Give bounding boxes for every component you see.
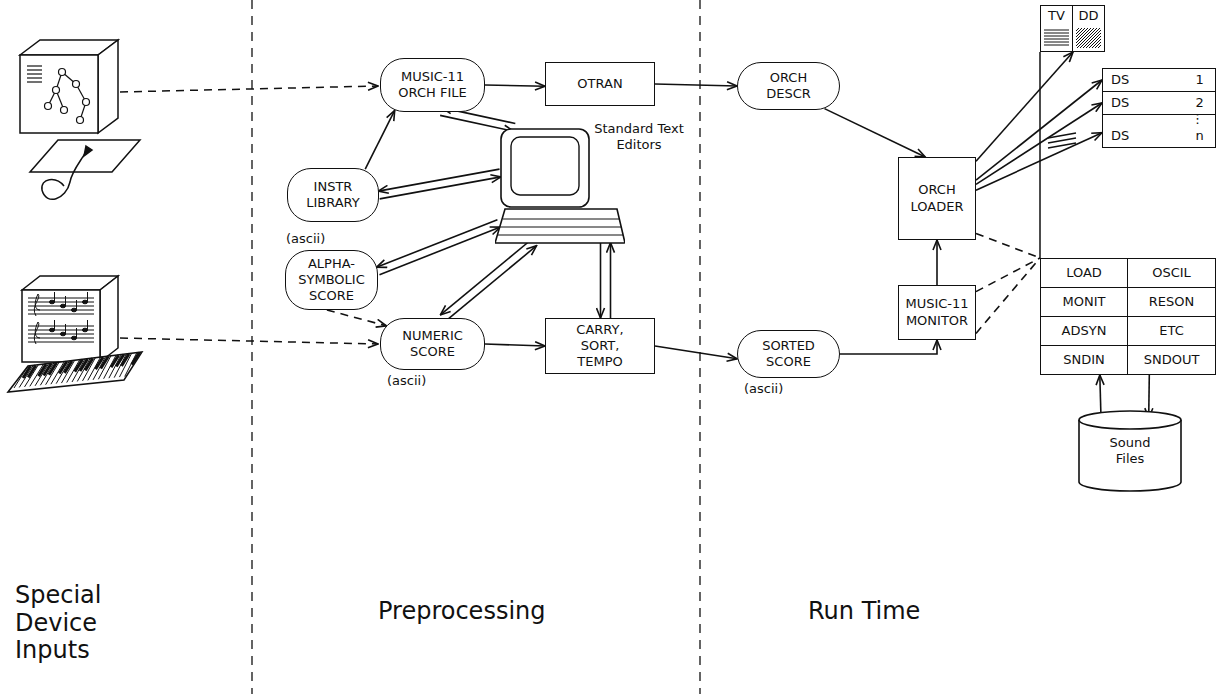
node-label: CARRY, SORT, TEMPO [569,322,631,371]
process-box: SNDIN [1040,345,1128,375]
node-label: ORCH LOADER [905,182,969,215]
process-box: SNDOUT [1127,345,1216,375]
node-label: (ascii) [387,373,426,389]
connector [976,80,1102,180]
node-label: MONIT [1063,294,1106,310]
memory-frame [1039,52,1041,258]
connector [840,340,937,354]
process-box: OTRAN [545,62,655,106]
sound-file-storage: Sound Files [1078,410,1182,492]
file-box: (ascii)NUMERIC SCORE [380,318,485,370]
connector [976,233,1040,258]
node-label: SNDOUT [1144,352,1200,368]
process-box: OSCIL [1127,258,1216,288]
connector [1100,375,1101,414]
node-label: INSTR LIBRARY [298,179,368,212]
node-label: MUSIC-11 MONITOR [902,296,972,329]
node-label: OSCIL [1152,265,1191,281]
input-arrow [120,86,378,92]
column-heading: Run Time [808,598,968,626]
connector [440,240,531,315]
connector [655,84,737,86]
connector [976,258,1040,292]
text-editor-terminal: Standard Text Editors [495,125,625,245]
process-box: RESON [1127,287,1216,317]
hatch-pattern [1076,28,1101,48]
node-label: Standard Text Editors [592,121,686,154]
input-arrow [120,338,378,344]
file-box: ORCH DESCR [737,62,840,110]
node-label: DS 1 [1111,72,1204,88]
column-heading: Special Device Inputs [15,582,135,665]
connector [378,169,499,191]
connector [600,243,602,318]
node-label: OTRAN [577,76,622,92]
terminal-drawing [495,125,625,245]
node-label: ALPHA- SYMBOLIC SCORE [294,256,370,305]
column-heading: Preprocessing [378,598,598,626]
process-box: MUSIC-11 MONITOR [898,285,976,340]
file-box: MUSIC-11 ORCH FILE [380,58,485,112]
node-label: ORCH DESCR [754,70,824,103]
node-label: (ascii) [286,231,325,247]
connector [485,344,545,346]
connector [610,243,612,318]
column-divider [252,0,700,694]
connector [327,310,386,326]
node-label: (ascii) [744,381,783,397]
node-label: DD [1078,8,1098,24]
graphics-terminal [20,40,140,199]
connector [485,85,545,86]
node-label: ETC [1159,323,1183,339]
node-label: DS n [1111,128,1204,144]
node-label: ADSYN [1062,323,1107,339]
process-box: CARRY, SORT, TEMPO [545,318,655,374]
connector [446,246,537,321]
node-label: DS 2 [1111,95,1204,111]
process-box: ETC [1127,316,1216,346]
connector [936,240,938,285]
node-label: TV [1048,8,1065,24]
connector [976,133,1102,191]
display-box: TV [1040,5,1073,52]
display-box: DD [1072,5,1105,52]
connector [976,52,1073,161]
process-box: MONIT [1040,287,1128,317]
music-keyboard-terminal [8,276,142,392]
sound-channel-box: DS 1 [1102,68,1216,92]
connector [380,227,501,275]
node-label: RESON [1149,294,1194,310]
ellipsis-mark: ⋮ [1191,112,1203,127]
process-box: ADSYN [1040,316,1128,346]
hatch-pattern [1044,28,1069,48]
node-label: LOAD [1066,265,1102,281]
node-label: SNDIN [1063,352,1105,368]
file-box: (ascii)ALPHA- SYMBOLIC SCORE [285,250,378,310]
connector [365,110,395,169]
connector [440,115,514,131]
connector [976,258,1040,333]
connector [825,109,926,157]
connector [655,346,737,359]
node-label: SORTED SCORE [754,338,824,371]
connector [377,220,498,268]
file-box: (ascii)SORTED SCORE [737,330,840,378]
file-box: INSTR LIBRARY [287,168,379,222]
process-box: ORCH LOADER [898,157,976,240]
node-label: Sound Files [1098,435,1162,468]
node-label: MUSIC-11 ORCH FILE [394,69,472,102]
process-box: LOAD [1040,258,1128,288]
connector [976,103,1102,184]
node-label: NUMERIC SCORE [393,328,473,361]
